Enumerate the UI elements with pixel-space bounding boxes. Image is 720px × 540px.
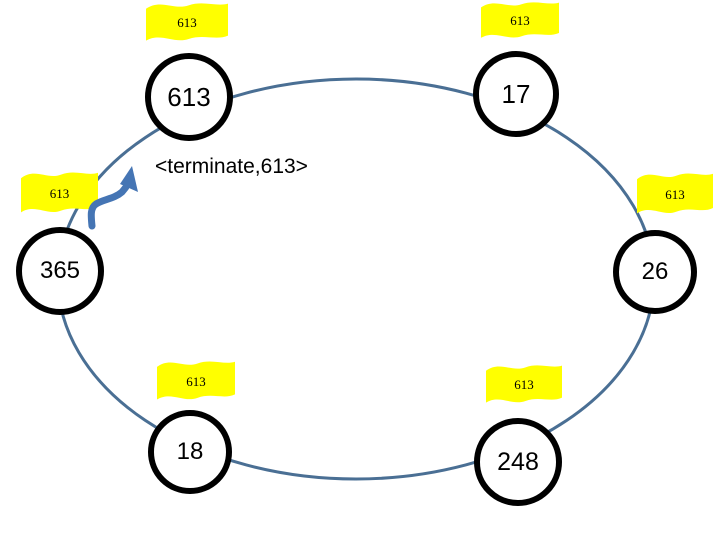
- node-label: 613: [167, 82, 211, 112]
- flag-label: 613: [510, 13, 530, 28]
- node-label: 18: [176, 438, 204, 465]
- flag-marker-top-left[interactable]: 613: [146, 2, 228, 44]
- node-248[interactable]: 248: [474, 418, 562, 506]
- flag-marker-top-right[interactable]: 613: [481, 1, 559, 41]
- flag-label: 613: [49, 185, 70, 201]
- node-18[interactable]: 18: [148, 410, 232, 494]
- terminate-annotation-label: <terminate,613>: [155, 155, 308, 178]
- flag-marker-bottom-right[interactable]: 613: [486, 364, 562, 406]
- node-label: 365: [39, 257, 81, 284]
- flag-icon: [157, 361, 235, 400]
- node-label: 17: [501, 79, 531, 109]
- flag-icon: [481, 2, 559, 38]
- flag-icon: [21, 172, 98, 213]
- flag-label: 613: [665, 186, 685, 202]
- node-26[interactable]: 26: [613, 230, 697, 314]
- ring-ellipse: [56, 77, 656, 481]
- node-613[interactable]: 613: [145, 53, 233, 141]
- flag-marker-bottom-left[interactable]: 613: [157, 360, 235, 403]
- flag-marker-left[interactable]: 613: [21, 171, 98, 216]
- node-17[interactable]: 17: [473, 51, 559, 137]
- node-label: 248: [497, 447, 539, 476]
- node-label: 26: [641, 258, 669, 285]
- flag-label: 613: [514, 377, 534, 392]
- annotation-arrow-icon: [87, 166, 138, 230]
- flag-label: 613: [186, 373, 206, 389]
- flag-label: 613: [177, 15, 197, 30]
- flag-marker-right[interactable]: 613: [637, 172, 713, 217]
- node-365[interactable]: 365: [16, 227, 104, 315]
- flag-icon: [146, 3, 228, 41]
- flag-icon: [637, 173, 713, 214]
- flag-icon: [486, 365, 562, 403]
